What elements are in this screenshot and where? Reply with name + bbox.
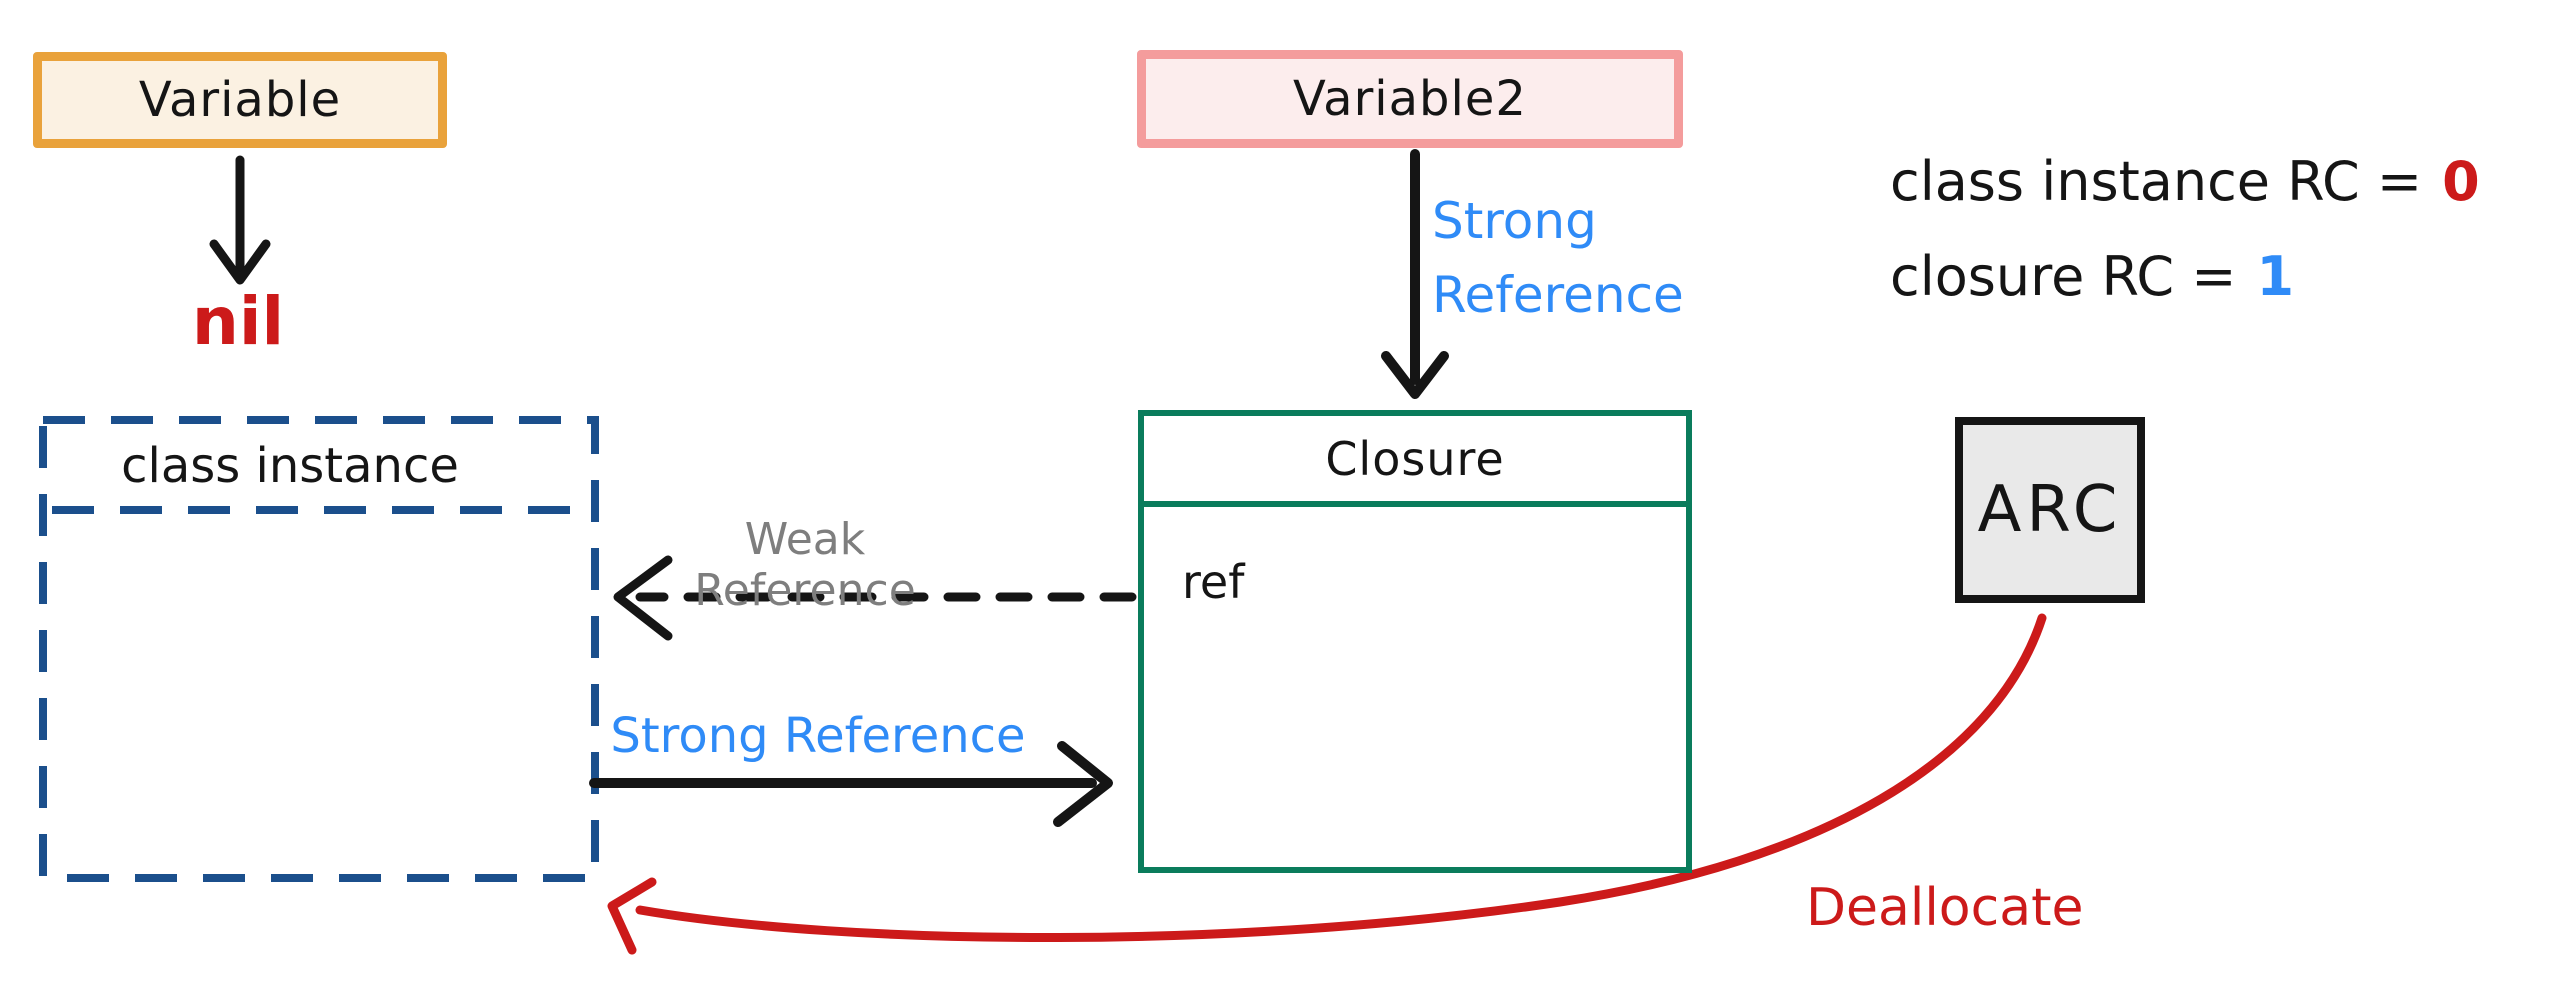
strong-reference-arrow	[589, 741, 1113, 827]
closure-body: ref	[1144, 507, 1686, 867]
closure-rc-value: 1	[2256, 245, 2295, 308]
arc-box: ARC	[1955, 417, 2145, 603]
weak-reference-label: Weak Reference	[694, 514, 916, 616]
class-instance-rc-annotation: class instance RC = 0	[1890, 150, 2480, 213]
variable2-box: Variable2	[1137, 50, 1683, 148]
variable2-to-closure-arrow	[1381, 149, 1449, 399]
class-instance-label: class instance	[121, 438, 459, 494]
weak-reference-arrow	[613, 555, 1137, 641]
strong-reference-vertical-label-line2: Reference	[1432, 266, 1684, 324]
class-instance-rc-label: class instance RC =	[1890, 150, 2423, 213]
closure-rc-label: closure RC =	[1890, 245, 2237, 308]
nil-label: nil	[191, 283, 285, 360]
deallocate-arrow	[607, 613, 2047, 955]
variable-to-nil-arrow	[209, 155, 271, 285]
closure-ref-field: ref	[1182, 555, 1245, 609]
class-instance-rc-value: 0	[2442, 150, 2480, 213]
closure-header: Closure	[1144, 416, 1686, 507]
arc-box-label: ARC	[1977, 473, 2123, 547]
deallocate-label: Deallocate	[1806, 878, 2084, 938]
class-instance-dashed-box	[39, 416, 599, 882]
closure-box-label: Closure	[1325, 431, 1505, 486]
variable2-box-label: Variable2	[1293, 71, 1527, 127]
variable-box-label: Variable	[138, 72, 342, 128]
strong-reference-horizontal-label: Strong Reference	[610, 708, 1026, 764]
closure-box: Closure ref	[1138, 410, 1692, 873]
variable-box: Variable	[33, 52, 447, 148]
closure-rc-annotation: closure RC = 1	[1890, 245, 2294, 308]
strong-reference-vertical-label-line1: Strong	[1432, 192, 1597, 250]
